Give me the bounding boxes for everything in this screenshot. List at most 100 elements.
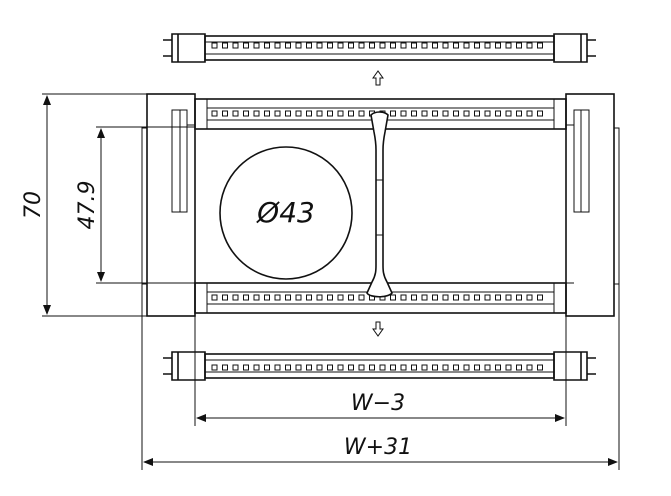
- crossbar-tooth: [516, 110, 522, 117]
- lower-crossbar-teeth: [211, 294, 543, 301]
- crossbar-tooth: [432, 364, 438, 371]
- crossbar-tooth: [253, 364, 260, 371]
- crossbar-tooth: [411, 364, 417, 371]
- crossbar-tooth: [484, 294, 491, 301]
- crossbar-tooth: [264, 294, 270, 301]
- dimension-width-outer: W+31: [141, 284, 620, 470]
- crossbar-tooth: [337, 364, 344, 371]
- crossbar-tooth: [232, 294, 239, 301]
- crossbar-tooth: [505, 42, 512, 49]
- crossbar-tooth: [243, 110, 249, 117]
- crossbar-tooth: [442, 42, 449, 49]
- crossbar-tooth: [390, 42, 396, 49]
- crossbar-tooth: [474, 364, 480, 371]
- crossbar-tooth: [495, 364, 501, 371]
- down-arrow-icon: [372, 321, 384, 337]
- crossbar-tooth: [421, 110, 428, 117]
- crossbar-tooth: [495, 42, 501, 49]
- crossbar-tooth: [516, 42, 522, 49]
- crossbar-tooth: [390, 294, 396, 301]
- crossbar-tooth: [516, 294, 522, 301]
- crossbar-tooth: [432, 294, 438, 301]
- up-arrow-icon: [372, 70, 384, 86]
- crossbar-tooth: [432, 42, 438, 49]
- crossbar-tooth: [505, 110, 512, 117]
- crossbar-tooth: [337, 294, 344, 301]
- crossbar-tooth: [316, 294, 323, 301]
- top-crossbar-teeth: [211, 42, 543, 49]
- width-inner-label: W−3: [351, 391, 405, 416]
- crossbar-tooth: [316, 364, 323, 371]
- crossbar-tooth: [505, 294, 512, 301]
- crossbar-tooth: [222, 42, 228, 49]
- crossbar-tooth: [274, 364, 281, 371]
- crossbar-tooth: [390, 364, 396, 371]
- crossbar-tooth: [432, 110, 438, 117]
- crossbar-tooth: [285, 110, 291, 117]
- crossbar-tooth: [232, 42, 239, 49]
- crossbar-tooth: [526, 294, 533, 301]
- crossbar-tooth: [453, 42, 459, 49]
- crossbar-tooth: [211, 364, 218, 371]
- crossbar-tooth: [484, 364, 491, 371]
- crossbar-tooth: [222, 364, 228, 371]
- crossbar-tooth: [222, 110, 228, 117]
- crossbar-tooth: [421, 364, 428, 371]
- dimension-height-outer: 70: [21, 93, 147, 317]
- crossbar-tooth: [442, 294, 449, 301]
- crossbar-tooth: [306, 110, 312, 117]
- crossbar-tooth: [348, 294, 354, 301]
- crossbar-tooth: [337, 110, 344, 117]
- crossbar-tooth: [348, 364, 354, 371]
- crossbar-tooth: [306, 294, 312, 301]
- crossbar-tooth: [400, 110, 407, 117]
- crossbar-tooth: [411, 110, 417, 117]
- crossbar-tooth: [327, 42, 333, 49]
- bottom-crossbar: [163, 351, 596, 381]
- crossbar-tooth: [211, 110, 218, 117]
- crossbar-tooth: [243, 364, 249, 371]
- crossbar-tooth: [337, 42, 344, 49]
- dimension-width-inner: W−3: [194, 313, 567, 426]
- crossbar-tooth: [295, 110, 302, 117]
- crossbar-tooth: [369, 42, 375, 49]
- crossbar-tooth: [232, 364, 239, 371]
- crossbar-tooth: [526, 364, 533, 371]
- crossbar-tooth: [285, 42, 291, 49]
- crossbar-tooth: [274, 294, 281, 301]
- crossbar-tooth: [264, 364, 270, 371]
- crossbar-tooth: [253, 42, 260, 49]
- crossbar-tooth: [285, 364, 291, 371]
- crossbar-tooth: [537, 364, 543, 371]
- crossbar-tooth: [327, 364, 333, 371]
- crossbar-tooth: [463, 294, 470, 301]
- crossbar-tooth: [411, 42, 417, 49]
- hole-circle: Ø43: [219, 146, 353, 280]
- crossbar-tooth: [243, 42, 249, 49]
- crossbar-tooth: [274, 110, 281, 117]
- crossbar-tooth: [211, 42, 218, 49]
- crossbar-tooth: [516, 364, 522, 371]
- crossbar-tooth: [505, 364, 512, 371]
- crossbar-tooth: [474, 294, 480, 301]
- crossbar-tooth: [400, 364, 407, 371]
- crossbar-tooth: [306, 42, 312, 49]
- crossbar-tooth: [358, 294, 365, 301]
- crossbar-tooth: [327, 294, 333, 301]
- hole-diameter-label: Ø43: [256, 196, 315, 229]
- crossbar-tooth: [295, 294, 302, 301]
- crossbar-tooth: [295, 42, 302, 49]
- crossbar-tooth: [400, 42, 407, 49]
- crossbar-tooth: [495, 294, 501, 301]
- crossbar-tooth: [348, 110, 354, 117]
- crossbar-tooth: [537, 294, 543, 301]
- crossbar-tooth: [348, 42, 354, 49]
- crossbar-tooth: [526, 110, 533, 117]
- crossbar-tooth: [390, 110, 396, 117]
- crossbar-tooth: [442, 110, 449, 117]
- crossbar-tooth: [285, 294, 291, 301]
- crossbar-tooth: [264, 42, 270, 49]
- crossbar-tooth: [474, 42, 480, 49]
- crossbar-tooth: [453, 364, 459, 371]
